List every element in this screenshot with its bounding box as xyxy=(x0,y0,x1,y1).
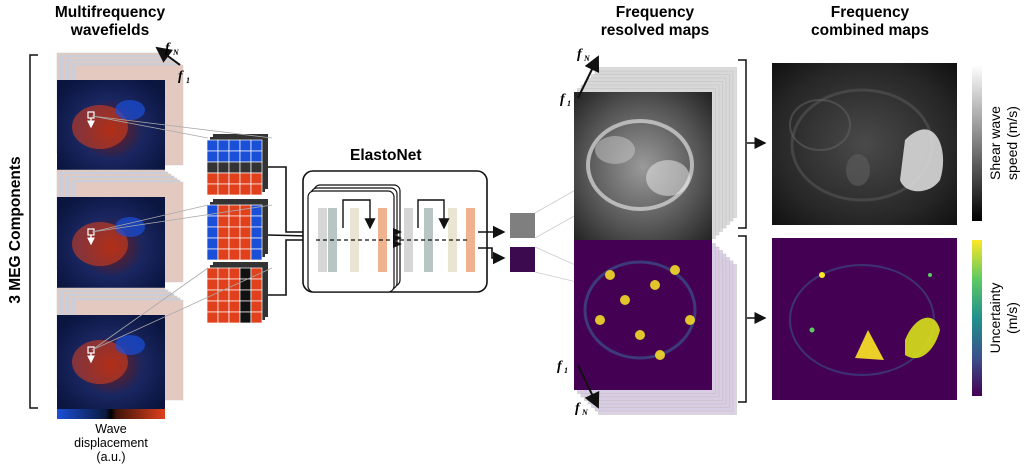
speed-colorbar-label-1: Shear wave xyxy=(987,106,1003,180)
wave-colorbar-label-3: (a.u.) xyxy=(96,450,125,464)
wave-colorbar-label-1: Wave xyxy=(95,422,127,436)
resolved-speed-stack xyxy=(574,67,737,242)
meg-bracket xyxy=(29,54,38,409)
svg-text:1: 1 xyxy=(564,366,568,375)
wavefield-stack-2 xyxy=(56,169,184,297)
speed-colorbar xyxy=(972,65,982,221)
header-wavefields-line2: wavefields xyxy=(70,22,149,39)
uncertainty-colorbar-label-1: Uncertainty xyxy=(987,283,1003,354)
speed-colorbar-label-2: speed (m/s) xyxy=(1004,106,1020,180)
network-layer-1 xyxy=(318,208,327,272)
freq-label-fn-sub: N xyxy=(172,48,180,57)
header-resolved-line2: resolved maps xyxy=(601,22,710,39)
header-resolved-line1: Frequency xyxy=(616,4,695,21)
combined-uncertainty-map xyxy=(772,238,957,400)
freq-arrow-wavefields: f N f 1 xyxy=(155,41,190,85)
side-label-meg-components: 3 MEG Components xyxy=(7,156,24,303)
wavefield-stack-1 xyxy=(56,52,184,180)
freq-label-fn: f xyxy=(165,41,171,56)
wave-colorbar-label-2: displacement xyxy=(74,436,148,450)
resolved-uncertainty-stack xyxy=(574,240,737,415)
svg-text:f: f xyxy=(557,359,563,374)
patch-to-network-lines xyxy=(267,166,309,296)
svg-text:N: N xyxy=(583,54,591,63)
network-to-uncert-arrow xyxy=(478,247,506,265)
svg-text:f: f xyxy=(575,401,581,416)
wavefield-stacks xyxy=(56,52,184,415)
svg-text:N: N xyxy=(581,408,589,417)
network-layer-8 xyxy=(466,208,475,272)
patch-grid-2 xyxy=(206,199,268,261)
patch-grid-3 xyxy=(206,262,268,324)
svg-text:f: f xyxy=(560,92,566,107)
elastonet-block xyxy=(302,170,488,293)
freq-label-f1-sub: 1 xyxy=(186,76,190,85)
input-patches xyxy=(206,134,268,324)
header-wavefields-line1: Multifrequency xyxy=(55,4,166,21)
svg-text:f: f xyxy=(577,47,583,62)
network-label: ElastoNet xyxy=(350,147,422,164)
freq-arrow-resolved-top: f N f 1 xyxy=(560,47,600,108)
wave-colorbar xyxy=(57,409,165,419)
freq-arrow-resolved-bottom: f 1 f N xyxy=(557,359,600,417)
uncertainty-colorbar xyxy=(972,240,982,396)
patch-grid-1 xyxy=(206,134,268,196)
wavefield-stack-3 xyxy=(56,287,184,415)
freq-label-f1: f xyxy=(178,69,184,84)
output-mean-box xyxy=(510,213,535,238)
uncertainty-colorbar-label-2: (m/s) xyxy=(1004,302,1020,334)
header-combined-line2: combined maps xyxy=(811,22,929,39)
output-uncertainty-box xyxy=(510,247,535,272)
header-combined-line1: Frequency xyxy=(831,4,910,21)
combined-mean-map xyxy=(772,63,957,225)
combine-brackets xyxy=(738,59,747,403)
patch-connectors xyxy=(91,115,273,351)
svg-text:1: 1 xyxy=(567,99,571,108)
resolved-stacks xyxy=(574,67,737,415)
